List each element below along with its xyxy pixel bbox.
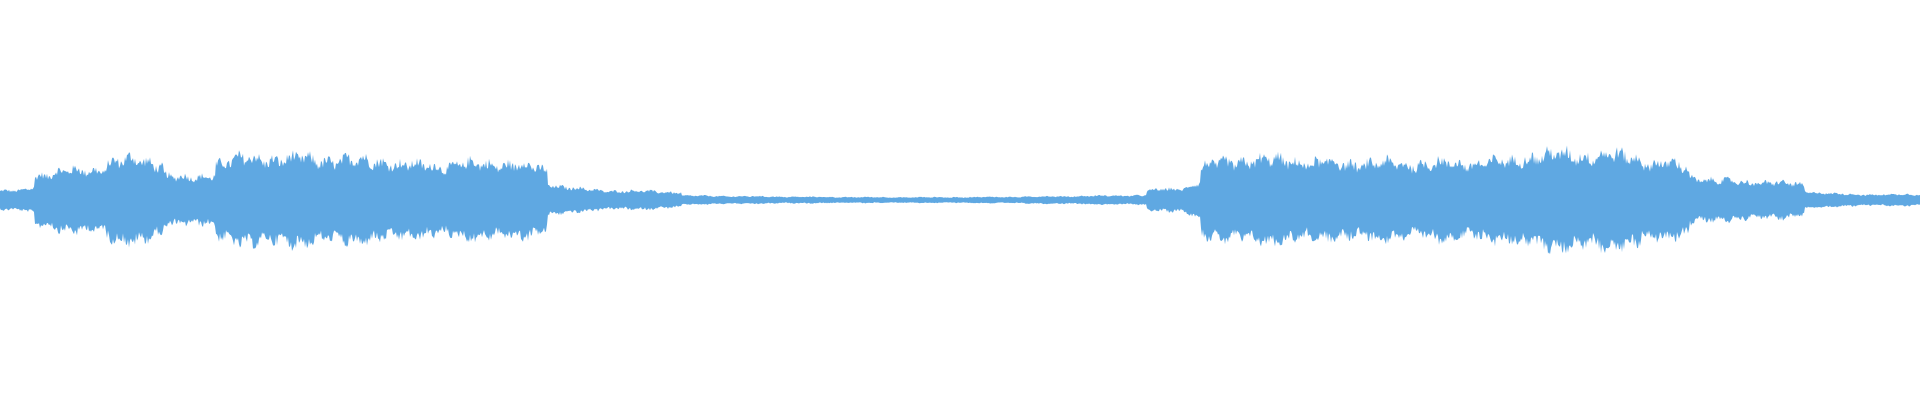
waveform-shape xyxy=(0,145,1920,255)
